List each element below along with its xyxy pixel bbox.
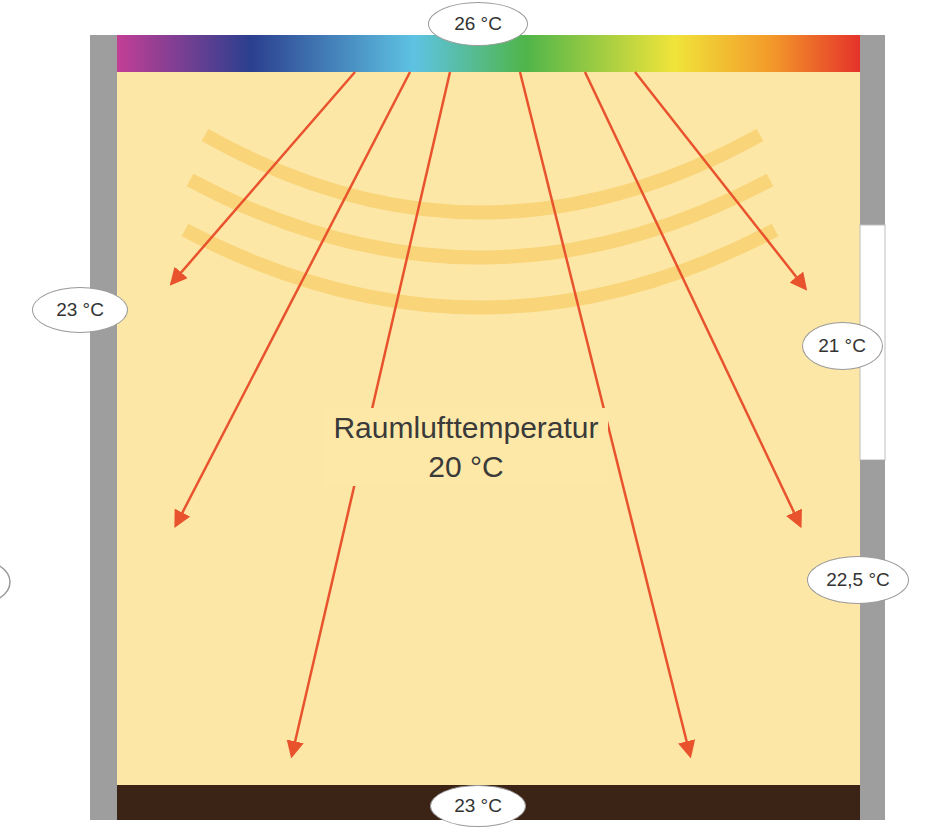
temperature-value: 23 °C xyxy=(56,299,104,321)
temperature-ellipse: 21 °C xyxy=(802,322,883,370)
temperature-value: 23 °C xyxy=(454,795,502,817)
air-temperature-label: Raumlufttemperatur 20 °C xyxy=(324,408,608,486)
cropped-ellipse xyxy=(0,558,10,606)
temperature-ellipse: 23 °C xyxy=(430,785,526,827)
temperature-value: 22,5 °C xyxy=(826,569,890,591)
left-wall xyxy=(90,35,117,820)
temperature-value: 26 °C xyxy=(454,13,502,35)
temperature-value: 21 °C xyxy=(818,335,866,357)
temperature-ellipse: 26 °C xyxy=(428,2,528,46)
room-air xyxy=(117,35,860,820)
temperature-ellipse: 22,5 °C xyxy=(807,556,909,604)
heat-waves xyxy=(185,135,775,308)
radiation-arrows xyxy=(172,72,805,755)
right-wall xyxy=(860,460,885,820)
temperature-ellipse: 23 °C xyxy=(32,287,128,333)
right-wall xyxy=(860,35,885,225)
